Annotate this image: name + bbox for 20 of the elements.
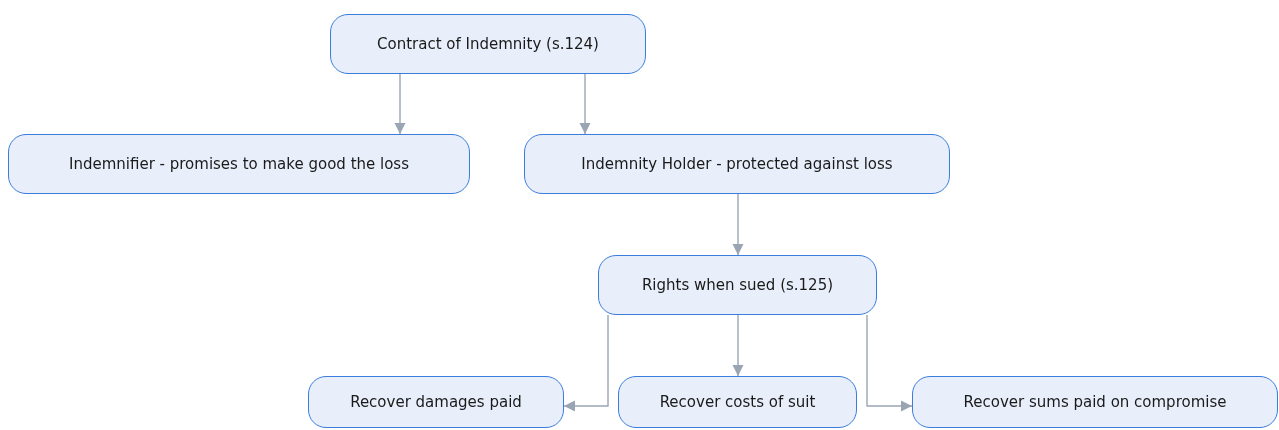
process-box <box>330 14 646 74</box>
process-box <box>598 255 877 315</box>
process-box <box>912 376 1278 428</box>
arrow <box>866 314 913 412</box>
process-box <box>618 376 857 428</box>
arrow <box>732 314 744 377</box>
node-label: Recover costs of suit <box>659 391 816 413</box>
node-label: Recover damages paid <box>350 391 522 413</box>
process-box <box>308 376 564 428</box>
node-label: Indemnifier - promises to make good the loss <box>69 153 409 175</box>
process-box <box>524 134 950 194</box>
arrow <box>579 73 591 135</box>
node-label: Indemnity Holder - protected against loss <box>581 153 893 175</box>
node-label: Recover sums paid on compromise <box>963 391 1227 413</box>
node-label: Rights when sued (s.125) <box>641 274 834 296</box>
arrow <box>732 193 744 256</box>
arrow <box>563 314 609 412</box>
node-label: Contract of Indemnity (s.124) <box>377 33 599 55</box>
process-box <box>8 134 470 194</box>
arrow <box>394 73 406 135</box>
